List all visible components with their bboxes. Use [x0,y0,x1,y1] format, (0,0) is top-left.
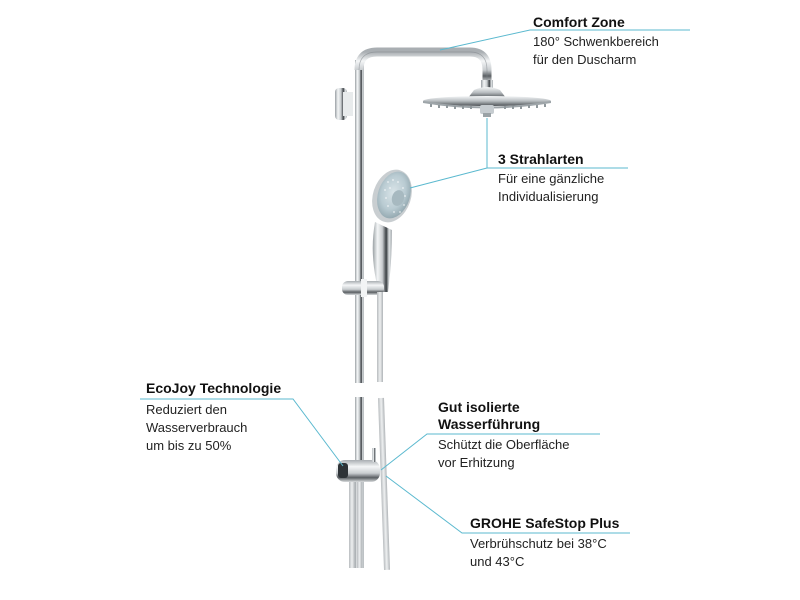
callout-desc-line: Reduziert den [146,402,227,417]
upper-wall-bracket [335,88,353,120]
callout-desc-line: vor Erhitzung [438,455,515,470]
callout-desc-line: für den Duscharm [533,52,637,67]
slide-holder [342,279,384,297]
head-shower [423,87,551,117]
shower-arm [354,47,493,90]
callout-comfort-zone: Comfort Zone 180° Schwenkbereich für den… [533,14,659,69]
callout-strahlarten: 3 Strahlarten Für eine gänzliche Individ… [498,151,604,206]
callout-title-line: Wasserführung [438,416,541,432]
callout-title: EcoJoy Technologie [146,380,282,396]
thermostat-connector [336,448,380,568]
callout-isolierte-wasserfuehrung: Gut isolierte Wasserführung Schützt die … [438,399,570,472]
callout-title: 3 Strahlarten [498,151,584,167]
callout-desc-line: Für eine gänzliche [498,171,605,186]
callout-title: Comfort Zone [533,14,625,30]
callout-desc-line: Wasserverbrauch [146,420,248,435]
callout-desc-line: 180° Schwenkbereich [533,34,659,49]
callout-ecojoy: EcoJoy Technologie Reduziert den Wasserv… [146,380,281,455]
callout-safestop-plus: GROHE SafeStop Plus Verbrühschutz bei 38… [470,515,619,571]
callout-desc-line: um bis zu 50% [146,438,232,453]
hand-shower [372,169,412,292]
shower-hose [377,292,391,570]
leader-lines [140,29,690,534]
callout-desc-line: Verbrühschutz bei 38°C [470,536,607,551]
callout-title-line: Gut isolierte [438,399,520,415]
callout-title: GROHE SafeStop Plus [470,515,620,531]
callout-desc-line: Schützt die Oberfläche [438,437,570,452]
callout-desc-line: und 43°C [470,554,525,569]
callout-desc-line: Individualisierung [498,189,599,204]
